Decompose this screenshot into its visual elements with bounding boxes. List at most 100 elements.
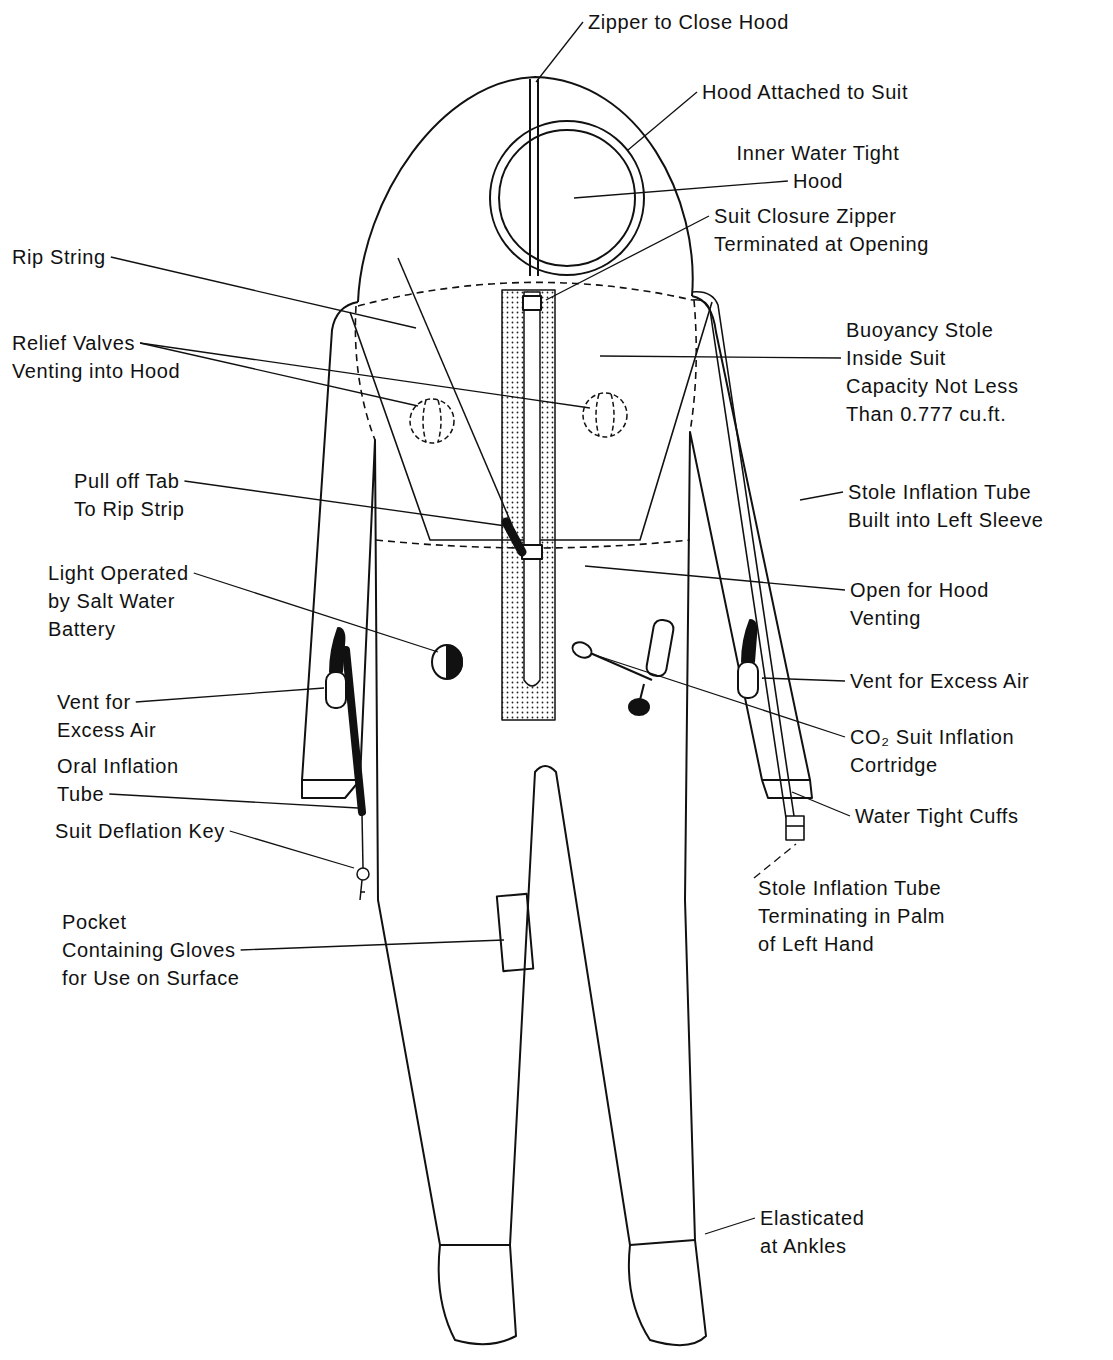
label-line: Oral Inflation [57, 752, 179, 780]
leader-line [184, 481, 506, 526]
part-label: Buoyancy Stole Inside Suit Capacity Not … [846, 316, 1019, 428]
label-line: Relief Valves [12, 329, 180, 357]
part-label: Rip String [12, 243, 106, 271]
label-line: Vent for [57, 688, 156, 716]
zipper [524, 292, 540, 686]
part-label: Pocket Containing Gloves for Use on Surf… [62, 908, 240, 992]
leader-line [628, 92, 697, 150]
label-line: CO₂ Suit Inflation [850, 723, 1014, 751]
part-label: Stole Inflation Tube Terminating in Palm… [758, 874, 945, 958]
part-label: Elasticated at Ankles [760, 1204, 864, 1260]
relief-valve [410, 393, 627, 443]
part-label: Open for Hood Venting [850, 576, 989, 632]
leader-line [136, 688, 324, 702]
part-label: Relief Valves Venting into Hood [12, 329, 180, 385]
part-label: Suit Deflation Key [55, 817, 225, 845]
label-line: Suit Deflation Key [55, 817, 225, 845]
label-line: Buoyancy Stole [846, 316, 1019, 344]
leader-line [585, 566, 845, 590]
label-line: Suit Closure Zipper [714, 202, 929, 230]
leader-line [800, 492, 843, 500]
leader-line [705, 1218, 755, 1234]
leader-line [600, 356, 841, 358]
label-line: at Ankles [760, 1232, 864, 1260]
part-label: Vent for Excess Air [850, 667, 1029, 695]
label-line: Battery [48, 615, 189, 643]
part-label: Oral Inflation Tube [57, 752, 179, 808]
deflation-key [357, 814, 369, 900]
label-line: Venting [850, 604, 989, 632]
part-label: Light Operated by Salt Water Battery [48, 559, 189, 643]
ankle-line [630, 1240, 695, 1245]
leader-line [536, 22, 583, 82]
part-label: CO₂ Suit Inflation Cortridge [850, 723, 1014, 779]
zipper-tab [523, 296, 541, 310]
label-line: of Left Hand [758, 930, 945, 958]
co2-cartridge [570, 619, 675, 715]
oral-inflation-tube [346, 650, 362, 812]
leader-line [754, 844, 796, 878]
hood-outline [358, 77, 693, 302]
part-label: Vent for Excess Air [57, 688, 156, 744]
label-line: Venting into Hood [12, 357, 180, 385]
label-line: Hood Attached to Suit [702, 78, 908, 106]
part-label: Inner Water Tight Hood [737, 139, 900, 195]
hood-zipper [537, 79, 539, 276]
label-line: Pocket [62, 908, 240, 936]
label-line: Terminating in Palm [758, 902, 945, 930]
leader-line [592, 654, 845, 737]
label-line: Inner Water Tight [737, 139, 900, 167]
part-label: Zipper to Close Hood [588, 8, 789, 36]
label-line: Capacity Not Less [846, 372, 1019, 400]
leader-line [111, 257, 416, 328]
leader-line [762, 678, 845, 681]
label-line: Vent for Excess Air [850, 667, 1029, 695]
leader-line [109, 794, 358, 808]
glove-pocket [497, 894, 533, 971]
excess-air-vent [326, 628, 346, 708]
ankle-line [440, 1244, 510, 1246]
cuff-line [762, 779, 810, 781]
label-line: Excess Air [57, 716, 156, 744]
label-line: Light Operated [48, 559, 189, 587]
leader-line [194, 573, 438, 652]
label-line: Cortridge [850, 751, 1014, 779]
label-line: Built into Left Sleeve [848, 506, 1044, 534]
leader-line [241, 940, 504, 950]
label-line: Tube [57, 780, 179, 808]
zipper-strip [502, 290, 555, 720]
cuff-line [303, 779, 360, 781]
label-line: Stole Inflation Tube [848, 478, 1044, 506]
stole-inflation-tube [692, 292, 804, 840]
rip-string [398, 258, 512, 525]
label-line: Water Tight Cuffs [855, 802, 1019, 830]
label-line: by Salt Water [48, 587, 189, 615]
label-line: Stole Inflation Tube [758, 874, 945, 902]
leader-line [230, 831, 354, 868]
leader-line [792, 792, 850, 816]
pull-tab [506, 522, 522, 552]
label-line: Inside Suit [846, 344, 1019, 372]
part-label: Stole Inflation Tube Built into Left Sle… [848, 478, 1044, 534]
label-line: Open for Hood [850, 576, 989, 604]
suit-outline [302, 296, 812, 1345]
hood-ring [490, 121, 644, 275]
label-line: Zipper to Close Hood [588, 8, 789, 36]
salt-water-light [432, 645, 462, 679]
part-label: Suit Closure Zipper Terminated at Openin… [714, 202, 929, 258]
label-line: Containing Gloves [62, 936, 240, 964]
excess-air-vent [738, 620, 758, 698]
label-line: Rip String [12, 243, 106, 271]
leader-line [574, 181, 788, 198]
leader-line [140, 343, 590, 408]
part-label: Water Tight Cuffs [855, 802, 1019, 830]
inner-hood [499, 130, 635, 266]
label-line: Than 0.777 cu.ft. [846, 400, 1019, 428]
label-line: Terminated at Opening [714, 230, 929, 258]
leader-line [140, 343, 418, 406]
hood-zipper [529, 79, 531, 276]
label-line: Hood [737, 167, 900, 195]
leader-line [546, 216, 709, 300]
part-label: Hood Attached to Suit [702, 78, 908, 106]
